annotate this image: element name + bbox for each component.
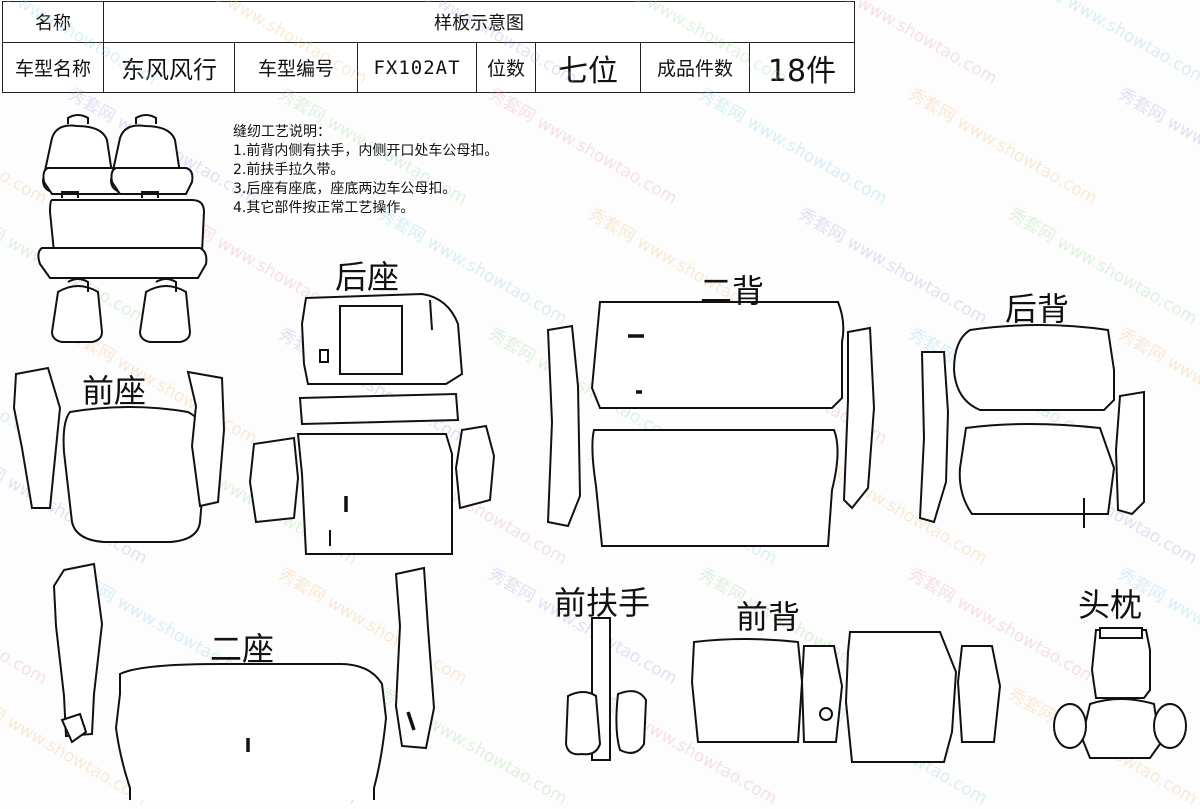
label-headrest: 头枕 [1078,586,1143,624]
pieces-value: 18件 [749,42,855,93]
note-item: 2.前扶手拉久带。 [233,162,345,178]
sewing-notes: 缝纫工艺说明： 1.前背内侧有扶手，内侧开口处车公母扣。 2.前扶手拉久带。 3… [233,123,498,218]
rear-seat-pieces [248,292,496,555]
pieces-label: 成品件数 [640,42,750,93]
label-rear-back: 后背 [1005,290,1070,328]
label-rear-seat: 后座 [335,258,400,296]
label-second-back: 二背 [700,272,765,310]
rear-back-pieces [918,324,1145,528]
model-name-label: 车型名称 [2,42,104,93]
name-label: 名称 [2,1,104,43]
front-back-pieces [690,631,1002,763]
note-item: 4.其它部件按正常工艺操作。 [233,200,415,216]
seat-layout-icon [37,114,208,343]
second-back-pieces [546,301,876,547]
header-table: 名称 样板示意图 车型名称 东风风行 车型编号 FX102AT 位数 七位 成品… [2,1,855,93]
note-item: 1.前背内侧有扶手，内侧开口处车公母扣。 [233,143,499,159]
sheet-title: 样板示意图 [103,1,855,43]
label-front-seat: 前座 [82,372,147,410]
front-seat-pieces [12,366,226,543]
headrest-pieces [1053,627,1187,759]
label-second-seat: 二座 [210,630,275,668]
model-name: 东风风行 [103,42,235,93]
notes-heading: 缝纫工艺说明： [233,124,331,140]
label-front-back: 前背 [736,598,801,636]
front-armrest-pieces [564,617,648,761]
model-code: FX102AT [357,42,477,93]
label-front-armrest: 前扶手 [554,584,651,622]
second-seat-pieces [52,562,436,800]
note-item: 3.后座有座底，座底两边车公母扣。 [233,181,457,197]
